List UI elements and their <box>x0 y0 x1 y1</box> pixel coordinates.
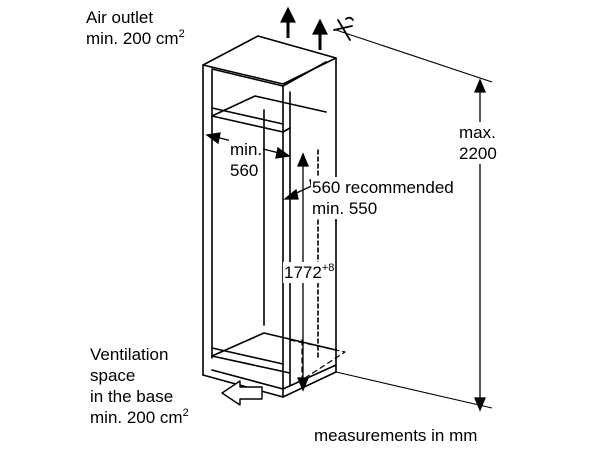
dim-depth-arrow-left <box>283 188 299 200</box>
max-height-label: max. 2200 <box>458 122 498 164</box>
ventilation-exponent: 2 <box>182 407 189 419</box>
base-plinth-inner <box>211 364 337 390</box>
ventilation-line4: min. 200 cm2 <box>90 407 189 428</box>
height-value: 1772 <box>284 263 322 282</box>
ventilation-label: Ventilation space in the base min. 200 c… <box>90 344 189 428</box>
cabinet-top-outer <box>202 35 337 85</box>
ventilation-line2: space <box>90 366 136 385</box>
ext-line-bottom <box>335 371 493 409</box>
air-outlet-line2: min. 200 cm2 <box>86 28 185 49</box>
fan-icon <box>333 16 354 41</box>
air-outlet-exponent: 2 <box>178 28 185 40</box>
ventilation-line1: Ventilation <box>90 345 169 364</box>
ventilation-line3: in the base <box>90 387 174 406</box>
dim-max-arrow-top <box>474 78 486 93</box>
upper-shelf-top <box>211 107 284 125</box>
upper-shelf-front <box>211 115 284 133</box>
upper-shelf-right <box>282 127 291 133</box>
units-note: measurements in mm <box>314 426 478 445</box>
max-height-line2: 2200 <box>459 144 497 163</box>
base-plinth-front <box>202 371 337 398</box>
depth-recommended: 560 recommended <box>312 178 454 197</box>
dim-width-arrow-right <box>275 146 291 159</box>
upper-shelf-back <box>211 95 327 117</box>
depth-min: min. 550 <box>312 199 378 218</box>
min-width-line2: 560 <box>230 161 259 180</box>
arrow-up-icon <box>280 6 328 50</box>
min-width-line1: min. <box>230 140 263 159</box>
dim-height-arrow-top <box>297 152 309 167</box>
ventilation-value: min. 200 cm <box>90 408 183 427</box>
max-height-line1: max. <box>459 123 496 142</box>
air-outlet-value: min. 200 cm <box>86 29 179 48</box>
base-hidden-edges <box>289 339 346 381</box>
arrow-right-icon <box>221 380 263 406</box>
lower-shelf-inner <box>211 347 284 365</box>
min-width-label: min. 560 <box>229 139 264 181</box>
height-tolerance: +8 <box>321 262 335 274</box>
ext-line-top <box>335 29 493 83</box>
dim-max-arrow-bottom <box>474 397 486 412</box>
depth-label: 560 recommended min. 550 <box>311 177 455 219</box>
lower-shelf-front <box>211 355 291 374</box>
dim-height-arrow-bottom <box>297 377 309 392</box>
cabinet-top-inner <box>211 61 327 87</box>
air-outlet-label: Air outlet min. 200 cm2 <box>86 7 185 49</box>
air-outlet-line1: Air outlet <box>86 8 154 27</box>
dim-width-arrow-left <box>205 132 221 145</box>
height-label: 1772+8 <box>283 262 336 283</box>
